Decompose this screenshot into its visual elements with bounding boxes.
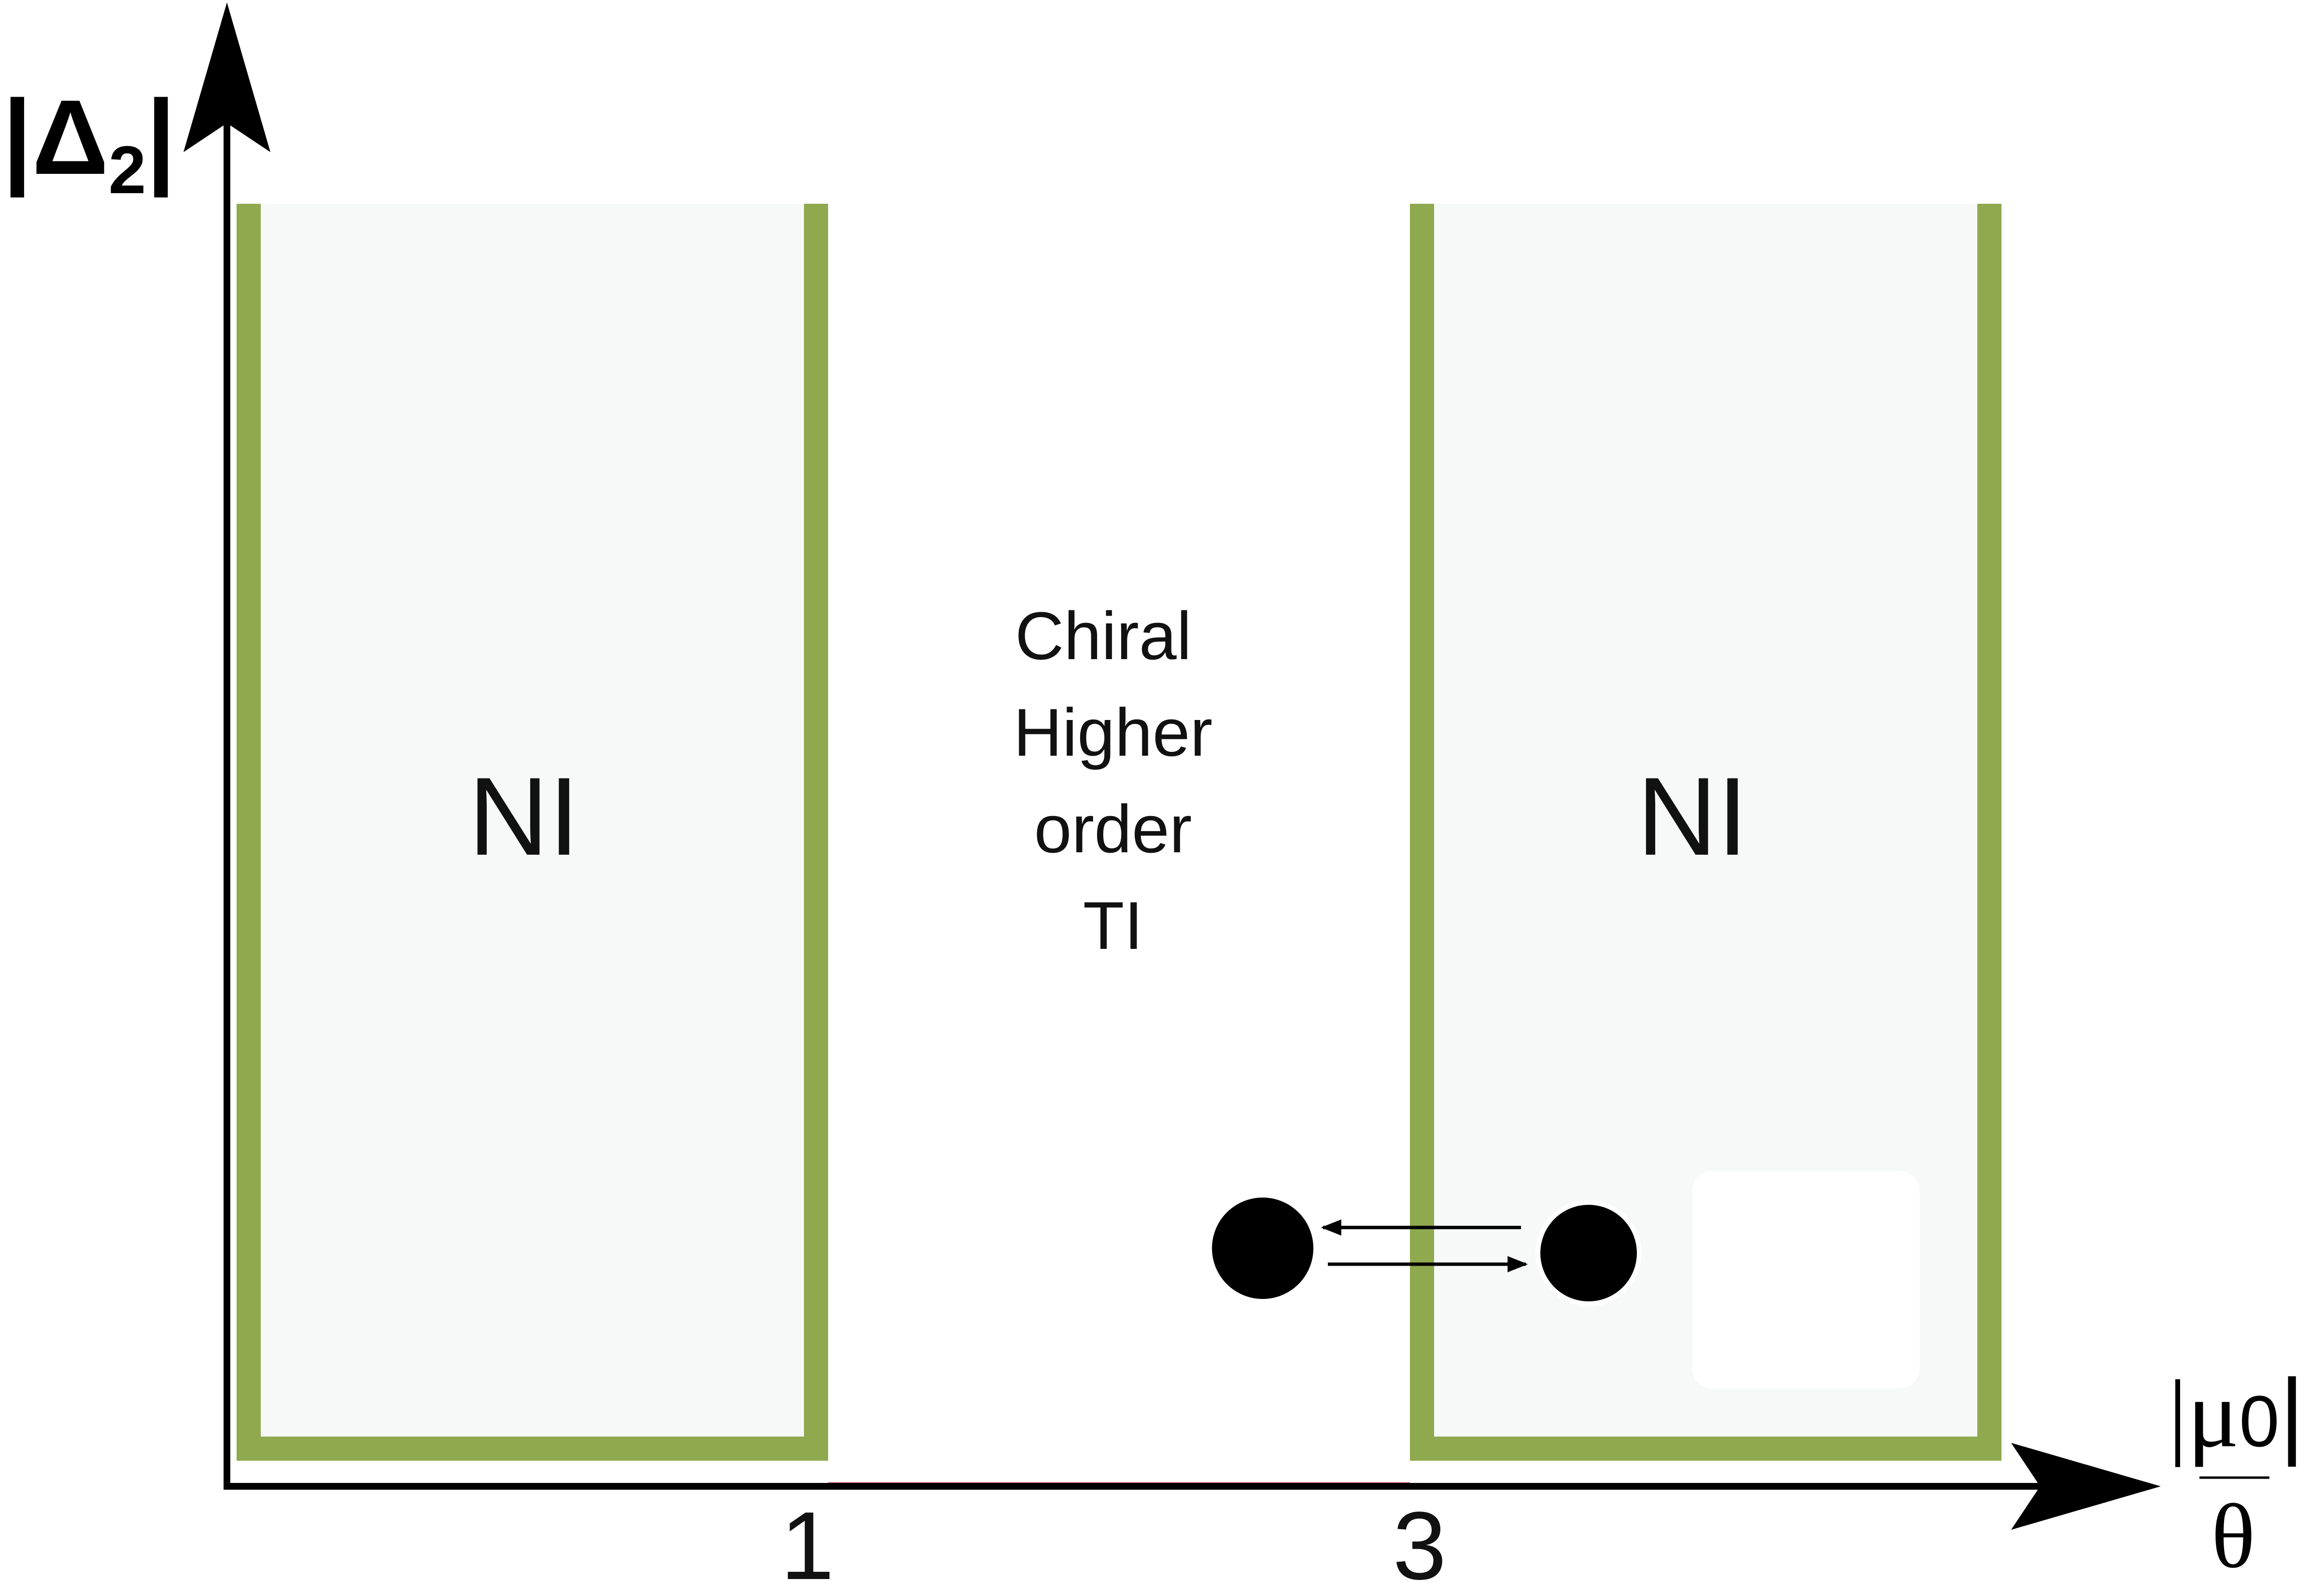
ni-region-left-boundary — [237, 204, 828, 1461]
ni-region-left-fill — [237, 204, 821, 1459]
axes — [183, 2, 2161, 1530]
filled-circle-icon — [1535, 1200, 1642, 1306]
x-axis-label-numerator: |μ0| — [2168, 1359, 2305, 1467]
chiral-hoti-line-4: TI — [1083, 888, 1143, 963]
chiral-hoti-line-3: order — [1034, 791, 1192, 867]
x-axis-label: |μ0| θ — [2168, 1359, 2305, 1587]
y-axis-label-suffix: | — [146, 78, 176, 198]
y-axis-label-prefix: |Δ — [2, 78, 109, 198]
x-tick-label-1: 1 — [780, 1492, 834, 1594]
x-tick-label-3: 3 — [1393, 1492, 1446, 1594]
ni-region-right-label: NI — [1637, 754, 1748, 878]
chiral-hoti-line-2: Higher — [1014, 694, 1212, 770]
ni-region-left-label: NI — [468, 754, 579, 878]
filled-circle-icon — [1212, 1198, 1313, 1299]
x-axis-arrowhead-icon — [2011, 1443, 2161, 1530]
x-axis-label-numerator-subscript: 0 — [2239, 1381, 2279, 1462]
ni-region-right: NI — [1410, 204, 2004, 1461]
ni-region-left: NI — [237, 204, 828, 1461]
y-axis-label-subscript: 2 — [109, 132, 146, 208]
y-axis-label: |Δ2| — [2, 78, 176, 208]
chiral-hoti-region: Chiral Higher order TI — [1014, 598, 1212, 963]
ni-region-right-boundary — [1410, 204, 2001, 1461]
x-axis-label-numerator-suffix: | — [2280, 1359, 2305, 1467]
x-axis-label-denominator: θ — [2211, 1486, 2255, 1587]
chiral-hoti-line-1: Chiral — [1015, 598, 1192, 674]
transition-marker — [1212, 1198, 1642, 1306]
y-axis-arrowhead-icon — [183, 2, 270, 152]
x-axis-label-numerator-prefix: |μ — [2168, 1361, 2239, 1467]
inset-blank-box — [1692, 1171, 1919, 1388]
